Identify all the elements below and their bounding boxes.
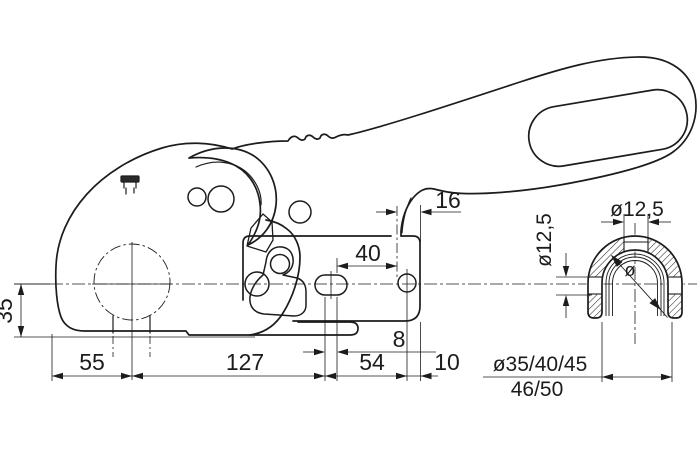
tube-wall-arcs — [605, 253, 665, 316]
dim-label-16: 16 — [435, 187, 461, 213]
tube-diameter-arrow — [610, 254, 668, 318]
section-view — [586, 234, 684, 319]
left-leg-hole — [586, 276, 604, 295]
top-slot-edges — [623, 237, 649, 252]
upper-body-hole — [288, 200, 312, 224]
top-slot-cut — [624, 234, 648, 252]
dim-label-55: 55 — [79, 349, 105, 375]
handle-inner-edge — [401, 197, 412, 234]
handle-base-crescent — [188, 147, 278, 246]
crescent-inner-line — [195, 161, 262, 206]
dim-label-40: 40 — [355, 240, 381, 266]
dim-label-dia-top: ø12,5 — [610, 198, 664, 221]
dim-label-54: 54 — [359, 349, 385, 375]
plate-slot — [314, 274, 348, 296]
dimension-labels: 35 55 127 8 54 10 40 16 ø12,5 ø12,5 ø ø3… — [0, 187, 664, 401]
body-lower-lip — [249, 321, 359, 336]
dim-label-dia-side: ø12,5 — [533, 213, 556, 267]
dim-label-8: 8 — [393, 326, 406, 352]
clamp-section-hatched — [588, 236, 682, 318]
dim-label-127: 127 — [226, 349, 264, 375]
handle-oval-hole — [527, 88, 689, 168]
grease-cap — [120, 175, 140, 195]
tube-sizes-line2: 46/50 — [511, 378, 564, 401]
dim-label-10: 10 — [434, 349, 460, 375]
right-leg-hole — [666, 276, 684, 295]
coupling-body-outline — [54, 142, 301, 336]
dimension-arrows — [17, 208, 672, 381]
side-view — [54, 56, 697, 336]
diameter-symbol: ø — [625, 260, 636, 280]
lower-pivot-hole — [244, 271, 270, 297]
ball-socket — [92, 242, 172, 380]
dim-label-35: 35 — [0, 298, 17, 324]
pivot-pin-head — [207, 185, 235, 213]
pawl-hole — [269, 253, 291, 275]
latch-pawl — [249, 246, 307, 317]
handle-outline — [231, 56, 697, 237]
pivot-pin-shaft — [187, 187, 207, 207]
tube-sizes-line1: ø35/40/45 — [493, 353, 588, 376]
cam-shape — [246, 213, 274, 253]
drawbar-plate — [242, 235, 421, 322]
